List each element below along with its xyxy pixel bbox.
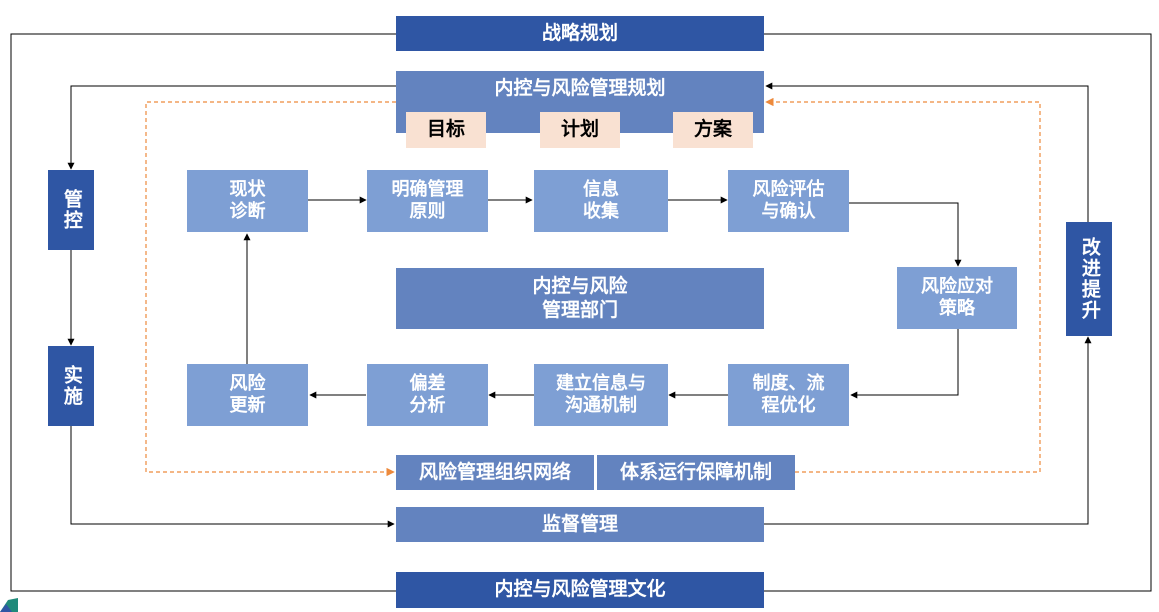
control-box: 管控 <box>48 170 94 250</box>
supervision-box: 监督管理 <box>396 507 764 542</box>
corner-logo-icon <box>0 598 18 612</box>
management-principles-box: 明确管理 原则 <box>367 170 488 232</box>
outer-frame-line-right <box>764 33 1152 592</box>
info-collection-box: 信息 收集 <box>534 170 668 232</box>
arrow-response-process <box>850 329 959 399</box>
operation-mechanism-box: 体系运行保障机制 <box>597 455 795 490</box>
risk-update-box: 风险 更新 <box>187 364 308 426</box>
implement-to-supervision-arrow <box>70 426 395 528</box>
org-network-box: 风险管理组织网络 <box>396 455 594 490</box>
risk-response-box: 风险应对 策略 <box>897 267 1017 329</box>
dashed-loop-right <box>765 97 1041 473</box>
improve-box: 改进提升 <box>1066 222 1112 336</box>
dashed-loop-left <box>145 101 396 477</box>
process-optimization-box: 制度、流 程优化 <box>728 364 849 426</box>
risk-assessment-box: 风险评估 与确认 <box>728 170 849 232</box>
planning-title: 内控与风险管理规划 <box>494 77 666 99</box>
status-diagnosis-box: 现状 诊断 <box>187 170 308 232</box>
communication-mechanism-box: 建立信息与 沟通机制 <box>534 364 668 426</box>
improve-to-plan-arrow <box>765 82 1089 222</box>
strategy-planning-box: 战略规划 <box>396 16 764 51</box>
management-department-box: 内控与风险 管理部门 <box>396 268 764 329</box>
deviation-analysis-box: 偏差 分析 <box>367 364 488 426</box>
outer-frame-line <box>10 33 396 592</box>
implement-box: 实施 <box>48 346 94 426</box>
plan-item-plan: 计划 <box>540 112 620 148</box>
plan-item-scheme: 方案 <box>673 112 753 148</box>
plan-item-goal: 目标 <box>406 112 486 148</box>
plan-to-control-arrow <box>67 85 396 170</box>
culture-box: 内控与风险管理文化 <box>396 572 764 608</box>
arrow-assess-response <box>849 202 962 267</box>
supervision-to-improve-arrow <box>764 336 1092 525</box>
